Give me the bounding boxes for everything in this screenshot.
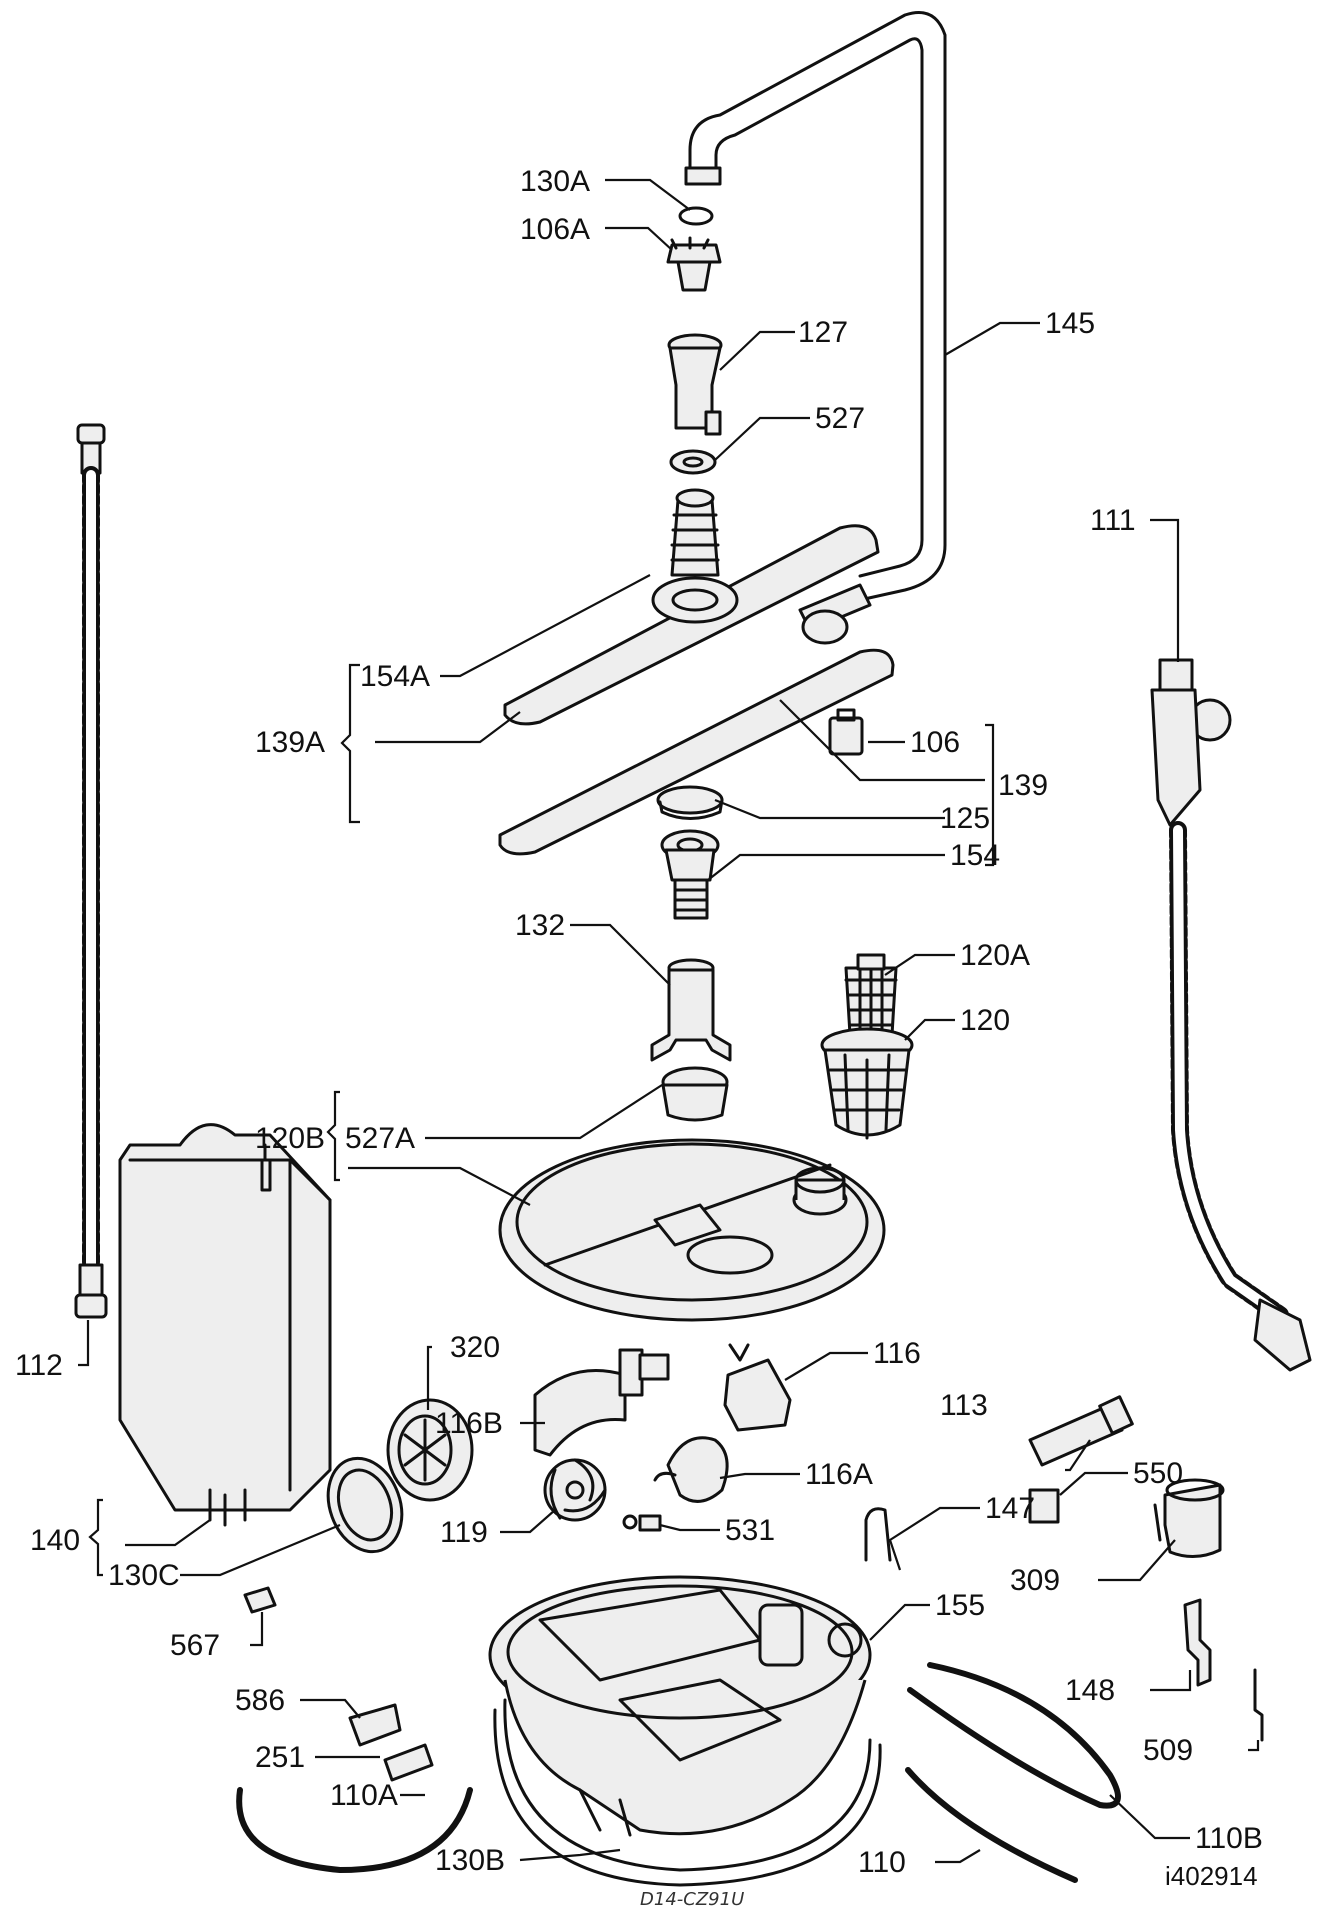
leader-lines bbox=[78, 178, 1260, 1864]
part-110-hose bbox=[905, 1767, 1078, 1883]
label-527: 527 bbox=[815, 402, 865, 435]
part-127-connector bbox=[667, 333, 723, 436]
label-120: 120 bbox=[960, 1004, 1010, 1037]
label-132: 132 bbox=[515, 909, 565, 942]
part-145-supply-tube bbox=[684, 11, 947, 645]
label-130A: 130A bbox=[520, 165, 590, 198]
part-148-bracket bbox=[1183, 1598, 1212, 1687]
part-116A-cap bbox=[653, 1436, 729, 1503]
part-120-filter-basket bbox=[820, 1027, 914, 1140]
label-110A: 110A bbox=[330, 1779, 398, 1812]
part-116B-housing bbox=[533, 1348, 670, 1457]
part-106-clip bbox=[828, 708, 864, 756]
part-527-washer bbox=[669, 449, 717, 475]
label-154: 154 bbox=[950, 839, 1000, 872]
part-309-container bbox=[1153, 1478, 1225, 1558]
label-130C: 130C bbox=[108, 1559, 180, 1592]
label-106A: 106A bbox=[520, 213, 590, 246]
label-567: 567 bbox=[170, 1629, 220, 1662]
label-110: 110 bbox=[858, 1846, 906, 1879]
part-320-impeller-housing bbox=[386, 1398, 474, 1502]
part-120A-micro-filter bbox=[844, 953, 898, 1037]
label-112: 112 bbox=[15, 1349, 63, 1382]
part-112-supply-hose bbox=[74, 423, 108, 1319]
part-139A-upper-spray-arm bbox=[503, 488, 880, 726]
part-527A-collar bbox=[661, 1066, 729, 1122]
label-116A: 116A bbox=[805, 1458, 873, 1491]
part-130A-o-ring bbox=[678, 206, 714, 226]
label-531: 531 bbox=[725, 1514, 775, 1547]
part-116-bracket bbox=[723, 1343, 792, 1432]
part-119-impeller bbox=[543, 1458, 607, 1522]
label-509: 509 bbox=[1143, 1734, 1193, 1767]
part-130C-seal-ring bbox=[326, 1456, 404, 1554]
label-116B: 116B bbox=[435, 1407, 503, 1440]
label-110B: 110B bbox=[1195, 1822, 1263, 1855]
part-110B-hose bbox=[907, 1662, 1121, 1809]
label-155: 155 bbox=[935, 1589, 985, 1622]
part-labels: 130A 106A 127 145 527 111 154A 139A 106 … bbox=[15, 165, 1263, 1879]
part-509-wire bbox=[1253, 1668, 1264, 1742]
label-154A: 154A bbox=[360, 660, 430, 693]
part-130B-sump-seal bbox=[493, 1698, 882, 1887]
part-139-lower-spray-arm bbox=[498, 648, 895, 856]
label-125: 125 bbox=[940, 802, 990, 835]
part-113-heating-element bbox=[1028, 1395, 1134, 1467]
part-111-drain-hose bbox=[1150, 658, 1312, 1372]
label-111: 111 bbox=[1090, 504, 1136, 537]
part-531-screw bbox=[622, 1514, 662, 1532]
part-120B-filter-plate bbox=[498, 1138, 886, 1322]
label-527A: 527A bbox=[345, 1122, 415, 1155]
label-550: 550 bbox=[1133, 1457, 1183, 1490]
part-147-pin bbox=[864, 1507, 892, 1562]
label-130B: 130B bbox=[435, 1844, 505, 1877]
label-139A: 139A bbox=[255, 726, 325, 759]
label-145: 145 bbox=[1045, 307, 1095, 340]
part-155-sump bbox=[488, 1575, 872, 1837]
label-148: 148 bbox=[1065, 1674, 1115, 1707]
label-309: 309 bbox=[1010, 1564, 1060, 1597]
label-106: 106 bbox=[910, 726, 960, 759]
label-127: 127 bbox=[798, 316, 848, 349]
part-140-water-reservoir bbox=[118, 1123, 332, 1527]
part-106A-nut bbox=[666, 236, 722, 292]
part-132-tube bbox=[650, 958, 732, 1062]
label-113: 113 bbox=[940, 1389, 988, 1422]
label-139: 139 bbox=[998, 769, 1048, 802]
label-116: 116 bbox=[873, 1337, 921, 1370]
part-567-clip bbox=[243, 1586, 277, 1614]
label-586: 586 bbox=[235, 1684, 285, 1717]
part-251-connector bbox=[383, 1743, 434, 1782]
label-120A: 120A bbox=[960, 939, 1030, 972]
label-140: 140 bbox=[30, 1524, 80, 1557]
part-586-connector bbox=[348, 1703, 402, 1747]
part-154-bearing bbox=[660, 829, 720, 920]
label-320: 320 bbox=[450, 1331, 500, 1364]
part-125-ring bbox=[656, 785, 724, 820]
label-119: 119 bbox=[440, 1516, 488, 1549]
part-550-block bbox=[1028, 1488, 1060, 1524]
label-251: 251 bbox=[255, 1741, 305, 1774]
label-120B: 120B bbox=[255, 1122, 325, 1155]
handwritten-note: D14-CZ91U bbox=[640, 1889, 744, 1910]
part-110A-hose bbox=[236, 1787, 473, 1873]
label-147: 147 bbox=[985, 1492, 1035, 1525]
document-code: i402914 bbox=[1165, 1861, 1258, 1891]
